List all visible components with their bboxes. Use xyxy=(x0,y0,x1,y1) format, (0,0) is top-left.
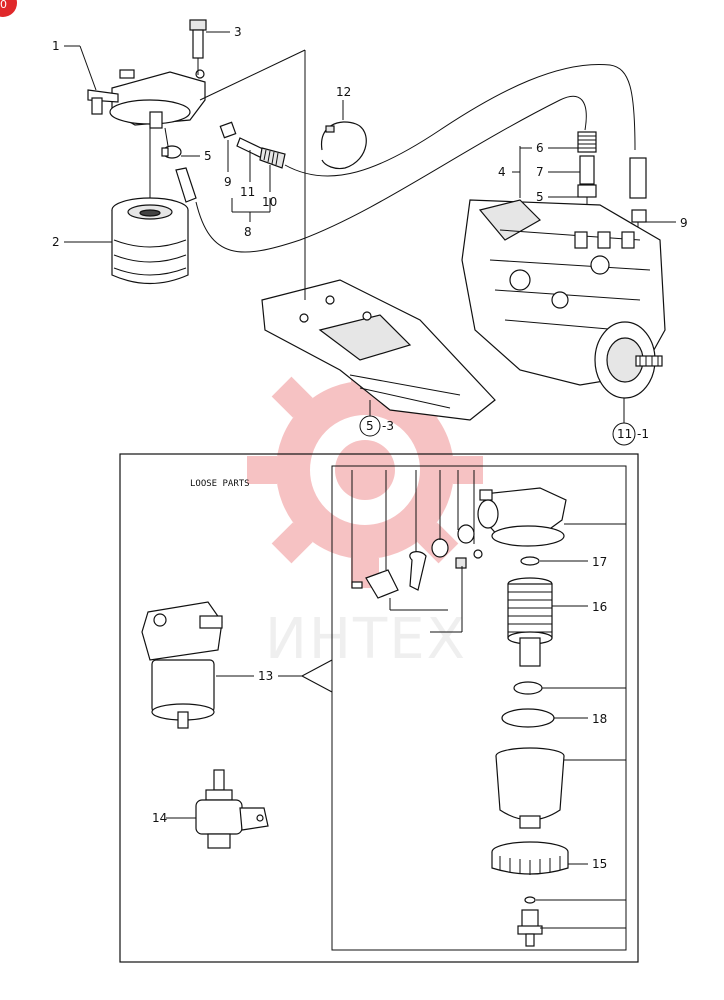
injection-pump-part xyxy=(461,199,666,399)
hose-clip-part xyxy=(161,127,182,159)
fuel-line-outer xyxy=(284,63,636,177)
ring-nut-part xyxy=(491,841,569,875)
callout-15: 15 xyxy=(592,857,607,871)
callout-2: 2 xyxy=(52,235,60,249)
seal-rings-part xyxy=(351,524,483,599)
pipe-right-part xyxy=(629,157,647,236)
short-hose-part xyxy=(175,167,197,203)
callout-18: 18 xyxy=(592,712,607,726)
watermark-text: ИНТЕХ xyxy=(265,607,467,672)
callout-12: 12 xyxy=(336,85,351,99)
filter-bowl-part xyxy=(495,747,565,829)
callout-17: 17 xyxy=(592,555,607,569)
ref-11-1: 11 -1 xyxy=(612,398,649,446)
callout-13: 14 xyxy=(152,811,167,825)
callout-6: 6 xyxy=(536,141,544,155)
callout-group-upper: 1 2 3 4 5 5 6 7 8 9 9 10 11 12 xyxy=(52,25,688,446)
svg-text:-1: -1 xyxy=(637,427,649,441)
callout-11: 11 xyxy=(240,185,255,199)
pipe-stack-part xyxy=(577,131,597,230)
banjo-fitting-part xyxy=(219,121,286,169)
corner-badge-text: 0 xyxy=(0,0,7,11)
svg-text:5: 5 xyxy=(366,419,374,433)
callout-5a: 5 xyxy=(204,149,212,163)
svg-text:11: 11 xyxy=(617,427,632,441)
callout-10: 10 xyxy=(262,195,277,209)
callout-16: 16 xyxy=(592,600,607,614)
callout-14: 13 xyxy=(258,669,273,683)
callout-9a: 9 xyxy=(224,175,232,189)
bracket-part xyxy=(199,49,496,421)
callout-7: 7 xyxy=(536,165,544,179)
o-ring-part xyxy=(520,556,540,566)
callout-4: 4 xyxy=(498,165,506,179)
callout-3: 3 xyxy=(234,25,242,39)
bolt-part xyxy=(189,19,207,75)
corner-badge xyxy=(0,0,17,17)
exploded-head-part xyxy=(477,487,567,547)
callout-8: 8 xyxy=(244,225,252,239)
feed-pump-part xyxy=(195,769,269,849)
loose-parts-title: LOOSE PARTS xyxy=(190,479,250,489)
callout-5b: 5 xyxy=(536,190,544,204)
exploded-leader-lines xyxy=(351,470,626,633)
hose-clamp-part xyxy=(320,121,367,170)
gear-ring xyxy=(276,381,454,559)
filter-element-part xyxy=(507,577,553,667)
callout-9b: 9 xyxy=(680,216,688,230)
drain-plug-part xyxy=(517,896,543,947)
loose-parts-panel: LOOSE PARTS 13 14 xyxy=(119,453,639,963)
fuel-line xyxy=(195,95,587,253)
ref-5-3: 5 -3 xyxy=(359,400,394,437)
svg-text:-3: -3 xyxy=(382,419,394,433)
filter-head-part xyxy=(87,69,206,129)
bowl-o-ring-part xyxy=(501,708,555,728)
filter-cartridge-part xyxy=(111,125,189,284)
callout-1: 1 xyxy=(52,39,60,53)
filter-assembly-part xyxy=(141,601,223,729)
spacer-ring-part xyxy=(513,681,543,695)
